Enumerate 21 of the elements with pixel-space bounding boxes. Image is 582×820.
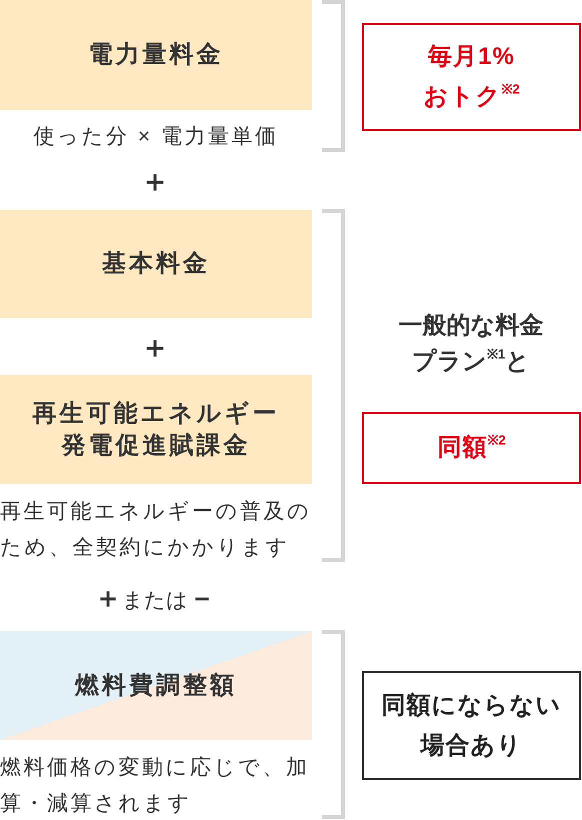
charge-description: 再生可能エネルギーの普及のため、全契約にかかります — [0, 499, 312, 561]
charge-description: 燃料価格の変動に応じで、加算・減算されます — [0, 755, 310, 817]
charge-box — [0, 210, 312, 318]
charge-title: 基本料金 — [102, 249, 210, 279]
comparison-heading: 一般的な料金プラン$^{※1}$と — [398, 311, 544, 377]
callout-box — [362, 412, 581, 484]
callout-text: 同額$^{※2}$ — [437, 431, 506, 463]
callout-box — [362, 671, 581, 780]
plus-sign: ＋ — [139, 165, 171, 199]
charge-box — [0, 0, 312, 110]
plus-sign: ＋ — [139, 331, 171, 365]
charge-description: 使った分 × 電力量単価 — [32, 124, 280, 150]
charge-box — [0, 375, 312, 484]
callout-text: 同額にならない場合あり — [380, 690, 562, 760]
callout-text: 毎月1%おトク$^{※2}$ — [422, 42, 521, 112]
charge-title: 再生可能エネルギー発電促進賦課金 — [32, 398, 280, 460]
charge-title: 電力量料金 — [88, 40, 224, 70]
plus-or-minus-text: ＋または－ — [93, 581, 217, 615]
charge-title: 燃料費調整額 — [75, 670, 237, 700]
charge-box — [0, 631, 312, 740]
callout-box — [362, 23, 581, 131]
